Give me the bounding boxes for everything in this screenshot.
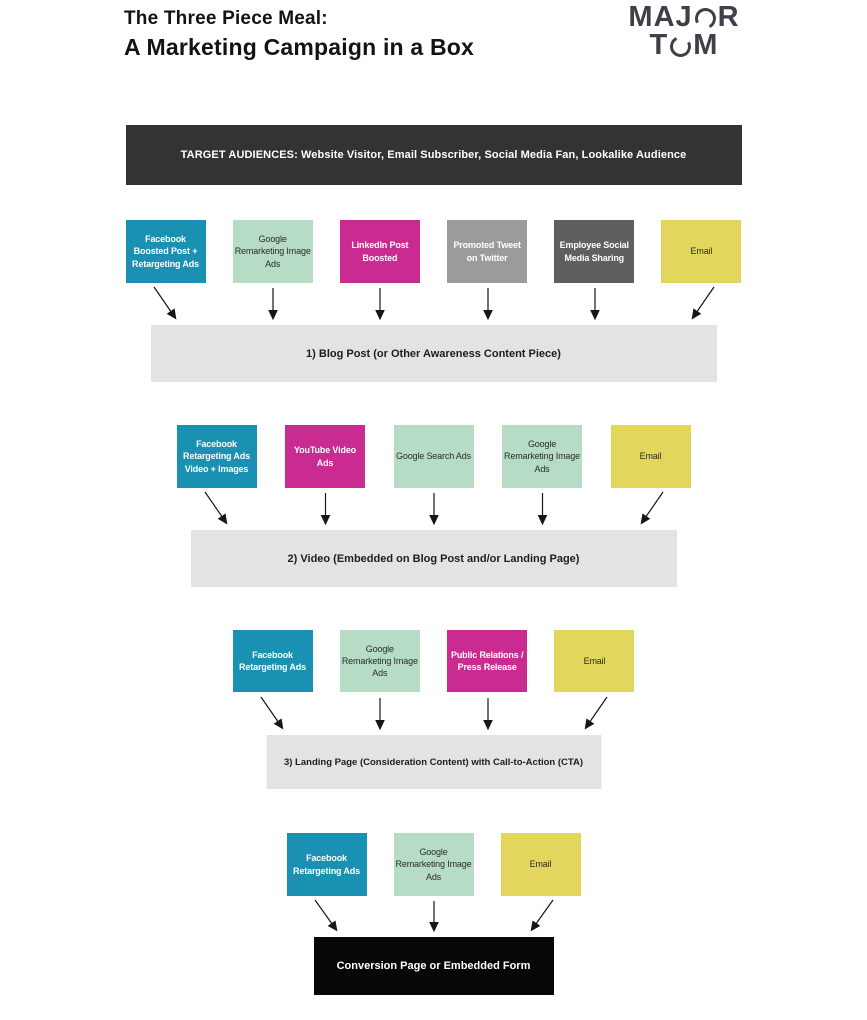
box-label: Google Remarketing Image Ads <box>234 234 311 269</box>
stage-label: 1) Blog Post (or Other Awareness Content… <box>306 347 561 360</box>
arrow-zone-4 <box>314 899 553 933</box>
box-label: Facebook Retargeting Ads Video + Images <box>183 439 250 474</box>
stage-label: 2) Video (Embedded on Blog Post and/or L… <box>287 552 580 565</box>
logo-open-circle-icon <box>691 4 719 32</box>
conversion-bar: Conversion Page or Embedded Form <box>313 937 554 995</box>
box-label: Google Remarketing Image Ads <box>395 847 472 882</box>
down-left-arrow <box>584 696 607 730</box>
box-label: YouTube Video Ads <box>293 445 357 468</box>
box-label: Email <box>690 246 713 257</box>
box-label: Email <box>583 655 606 666</box>
arrow-zone-3 <box>260 696 607 731</box>
row1-box-linkedin-post: LinkedIn Post Boosted <box>339 220 420 283</box>
row2-box-google-search-ads: Google Search Ads <box>393 425 474 488</box>
logo-text: MAJ <box>628 0 693 33</box>
down-left-arrow <box>691 286 714 320</box>
stage-bar-video: 2) Video (Embedded on Blog Post and/or L… <box>190 530 677 587</box>
row1-box-employee-social: Employee Social Media Sharing <box>554 220 635 283</box>
down-right-arrow <box>314 899 337 932</box>
box-label: Facebook Retargeting Ads <box>239 649 306 672</box>
arrow-zone-1 <box>153 286 714 321</box>
row1-box-google-remarketing: Google Remarketing Image Ads <box>232 220 313 283</box>
row1-box-promoted-tweet: Promoted Tweet on Twitter <box>447 220 528 283</box>
title-line-1: The Three Piece Meal: <box>124 8 328 29</box>
stage-label: 3) Landing Page (Consideration Content) … <box>283 756 584 768</box>
logo-text: R <box>717 0 740 33</box>
down-left-arrow <box>530 899 553 932</box>
logo-text: T <box>649 28 669 61</box>
row4-box-google-remarketing: Google Remarketing Image Ads <box>393 833 474 896</box>
channel-row-2: Facebook Retargeting Ads Video + Images … <box>176 425 691 488</box>
arrow-zone-2 <box>204 491 663 526</box>
row3-box-google-remarketing: Google Remarketing Image Ads <box>339 630 420 692</box>
target-audiences-banner: TARGET AUDIENCES: Website Visitor, Email… <box>125 125 742 185</box>
box-label: LinkedIn Post Boosted <box>351 240 409 263</box>
stage-bar-blog-post: 1) Blog Post (or Other Awareness Content… <box>150 325 717 382</box>
box-label: Facebook Retargeting Ads <box>293 853 360 876</box>
row4-box-email: Email <box>500 833 581 896</box>
box-label: Google Remarketing Image Ads <box>341 643 418 679</box>
row3-box-public-relations: Public Relations / Press Release <box>447 630 528 692</box>
box-label: Facebook Boosted Post + Retargeting Ads <box>132 234 199 269</box>
row1-box-email: Email <box>661 220 742 283</box>
box-label: Google Remarketing Image Ads <box>504 439 580 474</box>
down-left-arrow <box>640 491 663 525</box>
target-audiences-label: TARGET AUDIENCES: Website Visitor, Email… <box>180 149 687 161</box>
logo-open-circle-icon <box>667 32 694 60</box>
row3-box-email: Email <box>554 630 635 692</box>
row2-box-email: Email <box>610 425 691 488</box>
channel-row-1: Facebook Boosted Post + Retargeting Ads … <box>125 220 742 283</box>
conversion-label: Conversion Page or Embedded Form <box>336 960 531 972</box>
box-label: Public Relations / Press Release <box>450 649 524 672</box>
logo-line-major: MAJ R <box>619 0 749 33</box>
page-title: The Three Piece Meal: A Marketing Campai… <box>124 8 474 61</box>
box-label: Email <box>639 451 662 462</box>
box-label: Employee Social Media Sharing <box>559 240 629 263</box>
row1-box-facebook-boosted-post: Facebook Boosted Post + Retargeting Ads <box>125 220 206 283</box>
down-right-arrow <box>153 286 176 320</box>
channel-row-3: Facebook Retargeting Ads Google Remarket… <box>232 630 635 692</box>
box-label: Email <box>529 859 552 870</box>
down-right-arrow <box>204 491 227 525</box>
title-line-2: A Marketing Campaign in a Box <box>124 34 475 60</box>
stage-bar-landing-page: 3) Landing Page (Consideration Content) … <box>266 735 601 789</box>
box-label: Promoted Tweet on Twitter <box>453 240 521 263</box>
row3-box-facebook-retargeting: Facebook Retargeting Ads <box>232 630 313 692</box>
down-right-arrow <box>260 696 283 730</box>
row2-box-google-remarketing: Google Remarketing Image Ads <box>502 425 582 488</box>
row2-box-youtube-video-ads: YouTube Video Ads <box>285 425 365 488</box>
logo-text: M <box>693 28 719 61</box>
box-label: Google Search Ads <box>395 451 471 462</box>
row2-box-facebook-retargeting-video: Facebook Retargeting Ads Video + Images <box>176 425 257 488</box>
row4-box-facebook-retargeting: Facebook Retargeting Ads <box>286 833 367 896</box>
channel-row-4: Facebook Retargeting Ads Google Remarket… <box>286 833 581 896</box>
